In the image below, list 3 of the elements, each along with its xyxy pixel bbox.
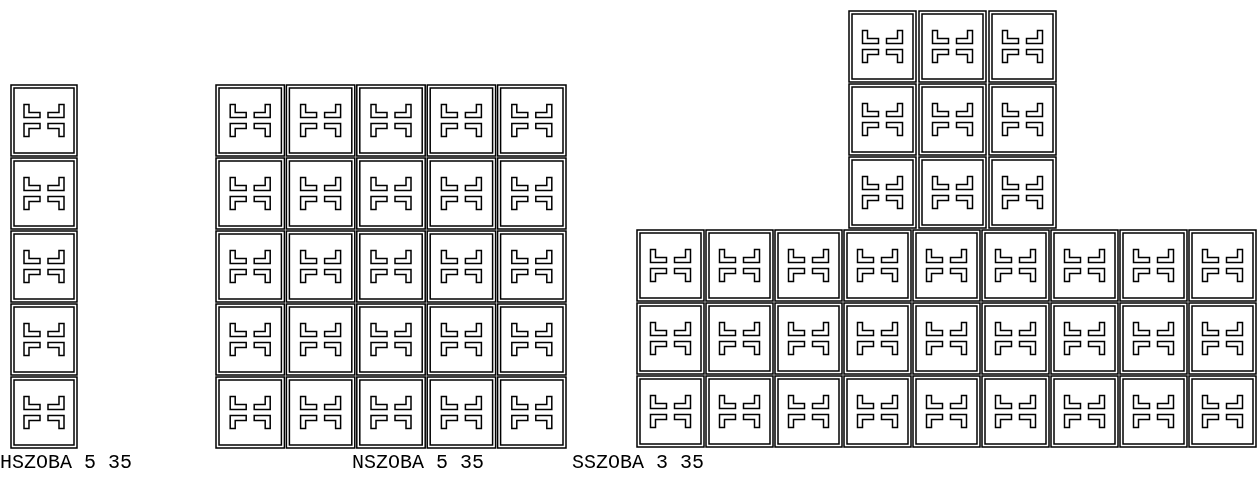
grid-label: SSZOBA 3 35 [572,452,705,474]
grid-label: NSZOBA 5 35 [352,452,485,474]
grid-label: HSZOBA 5 35 [0,452,133,474]
